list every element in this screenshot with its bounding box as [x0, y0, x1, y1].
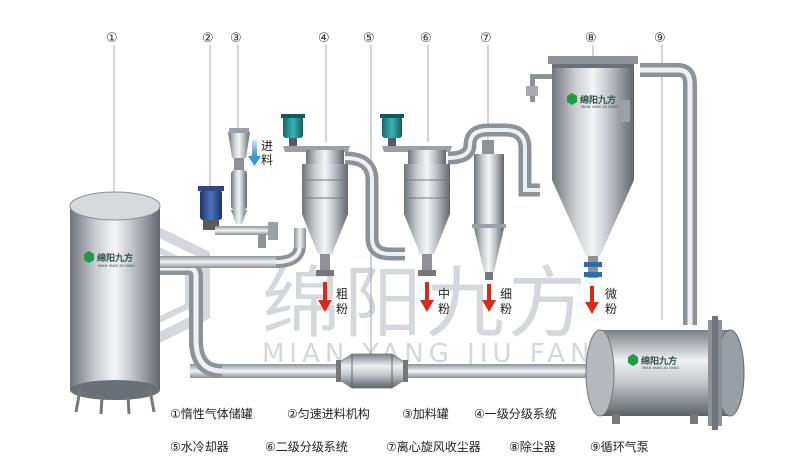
- legend: ①惰性气体储罐 ②匀速进料机构 ③加料罐 ④一级分级系统 ⑤水冷却器 ⑥二级分级…: [170, 406, 649, 454]
- legend-item-2: ②匀速进料机构: [287, 406, 370, 421]
- circulation-fan: 绵阳九方 MIAN YANG JIU FANG: [585, 316, 745, 430]
- cyclone-collector: 细 粉: [472, 140, 512, 316]
- feed-arrow: [252, 140, 257, 156]
- svg-text:MIAN YANG JIU FANG: MIAN YANG JIU FANG: [642, 366, 679, 370]
- svg-text:绵阳九方: 绵阳九方: [641, 355, 677, 367]
- callout-1: ①: [106, 31, 118, 46]
- callout-7: ⑦: [480, 31, 492, 46]
- dust-collector: 微 粉 绵阳九方 MIAN YANG JIU FANG: [526, 56, 638, 316]
- callout-9: ⑨: [654, 31, 666, 46]
- legend-item-8: ⑧除尘器: [509, 439, 556, 454]
- feed-label-1: 进: [261, 139, 273, 153]
- legend-item-6: ⑥二级分级系统: [265, 440, 348, 454]
- micro-label-2: 粉: [605, 302, 617, 316]
- fine-label-2: 粉: [500, 302, 512, 316]
- micro-label-1: 微: [605, 287, 617, 301]
- svg-text:绵阳九方: 绵阳九方: [97, 252, 133, 264]
- fine-label-1: 细: [500, 287, 512, 301]
- svg-text:MIAN YANG JIU FANG: MIAN YANG JIU FANG: [98, 264, 135, 268]
- piping: [160, 63, 697, 378]
- primary-classifier: 粗 粉: [281, 114, 350, 316]
- uniform-feeder: [198, 186, 278, 248]
- callout-2: ②: [202, 31, 214, 46]
- callout-8: ⑧: [585, 31, 597, 46]
- callout-numbers: ① ② ③ ④ ⑤ ⑥ ⑦ ⑧ ⑨: [106, 31, 666, 46]
- coarse-label-2: 粉: [336, 302, 348, 316]
- legend-item-3: ③加料罐: [402, 407, 449, 421]
- svg-text:绵阳九方: 绵阳九方: [580, 94, 616, 106]
- watermark: 绵阳九方 MIAN YANG JIU FANG: [90, 222, 615, 369]
- secondary-classifier: 中 粉: [380, 114, 452, 316]
- svg-text:MIAN YANG JIU FANG: MIAN YANG JIU FANG: [581, 105, 618, 109]
- callout-6: ⑥: [420, 31, 432, 46]
- inert-gas-storage-tank: 绵阳九方 MIAN YANG JIU FANG: [69, 191, 161, 415]
- callout-3: ③: [230, 31, 242, 46]
- feed-hopper: 进 料: [228, 128, 273, 224]
- coarse-label-1: 粗: [336, 287, 348, 301]
- collector-logo: 绵阳九方 MIAN YANG JIU FANG: [567, 93, 618, 109]
- legend-item-7: ⑦离心旋风收尘器: [386, 439, 481, 454]
- legend-item-4: ④一级分级系统: [474, 407, 557, 421]
- water-cooler: [336, 353, 408, 389]
- legend-item-1: ①惰性气体储罐: [170, 406, 253, 421]
- fan-logo: 绵阳九方 MIAN YANG JIU FANG: [628, 354, 679, 370]
- callout-4: ④: [318, 31, 330, 46]
- tank-logo: 绵阳九方 MIAN YANG JIU FANG: [84, 251, 135, 268]
- legend-item-5: ⑤水冷却器: [170, 440, 229, 454]
- callout-5: ⑤: [363, 31, 375, 46]
- medium-label-2: 粉: [438, 302, 450, 316]
- legend-item-9: ⑨循环气泵: [590, 439, 649, 454]
- medium-label-1: 中: [438, 286, 450, 301]
- feed-label-2: 料: [261, 153, 273, 167]
